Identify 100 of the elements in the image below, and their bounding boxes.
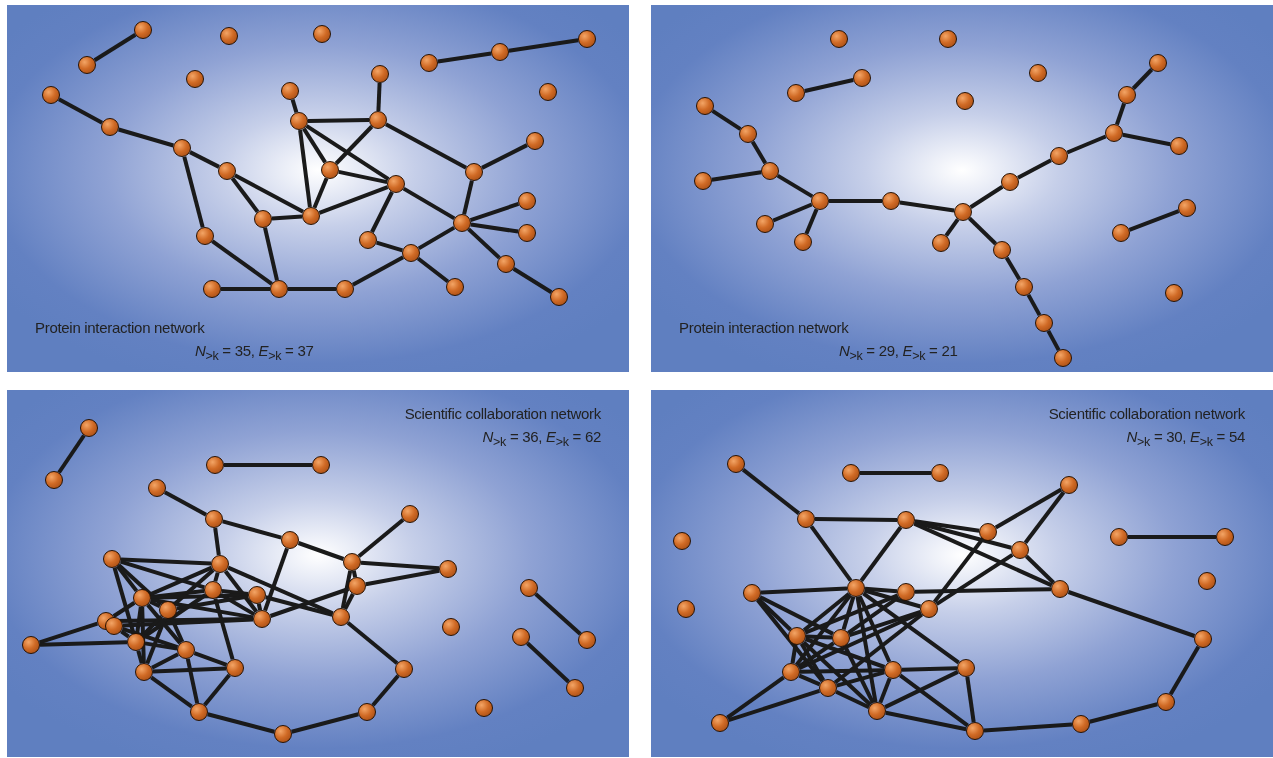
network-node: [932, 234, 950, 252]
network-node: [931, 464, 949, 482]
network-node: [1178, 199, 1196, 217]
network-edge: [711, 109, 742, 131]
network-node: [254, 210, 272, 228]
network-node: [101, 118, 119, 136]
network-node: [274, 725, 292, 743]
network-edge: [288, 287, 336, 291]
network-edge: [848, 609, 922, 638]
network-node: [475, 699, 493, 717]
network-edge: [467, 227, 501, 260]
network-node: [566, 679, 584, 697]
network-panel: [7, 5, 629, 372]
network-edge: [338, 169, 388, 185]
network-edge: [312, 177, 329, 209]
network-statistics: N$_{>k}$ = 35, E$_{>k}$ = 37: [194, 341, 314, 365]
network-edge: [855, 596, 878, 703]
network-edge: [376, 82, 382, 112]
network-edge: [913, 521, 1053, 588]
network-edge: [534, 592, 582, 636]
network-edge: [469, 202, 520, 222]
network-edge: [57, 434, 86, 474]
network-node: [369, 111, 387, 129]
network-edge: [146, 603, 182, 645]
network-edge: [841, 596, 856, 630]
network-node: [1054, 349, 1072, 367]
network-edge: [297, 541, 345, 561]
network-edge: [230, 177, 260, 213]
network-edge: [213, 598, 235, 660]
network-node: [897, 511, 915, 529]
network-edge: [814, 517, 898, 522]
network-edge: [150, 597, 254, 620]
network-edge: [135, 606, 143, 634]
network-node: [1001, 173, 1019, 191]
network-edge: [334, 125, 374, 165]
network-node: [173, 139, 191, 157]
network-edge: [899, 200, 955, 213]
network-edge: [351, 570, 358, 578]
network-node: [819, 679, 837, 697]
network-node: [270, 280, 288, 298]
network-edge: [305, 124, 390, 181]
network-edge: [233, 173, 305, 214]
network-node: [696, 97, 714, 115]
network-edge: [39, 640, 128, 647]
network-edge: [39, 621, 98, 645]
network-edge: [994, 487, 1063, 530]
network-edge: [805, 634, 833, 640]
network-edge: [799, 668, 885, 674]
network-edge: [1025, 554, 1055, 585]
network-node: [321, 161, 339, 179]
network-node: [148, 479, 166, 497]
network-edge: [944, 218, 960, 237]
network-edge: [346, 621, 399, 665]
network-node: [578, 30, 596, 48]
network-node: [1170, 137, 1188, 155]
network-edge: [136, 650, 144, 664]
network-edge: [1017, 158, 1052, 180]
network-edge: [193, 651, 228, 667]
network-edge: [804, 593, 899, 635]
network-node: [446, 278, 464, 296]
network-statistics: N$_{>k}$ = 29, E$_{>k}$ = 21: [838, 341, 958, 365]
network-edge: [263, 227, 279, 281]
network-edge: [343, 593, 355, 610]
network-node: [395, 660, 413, 678]
network-edge: [263, 547, 289, 612]
network-edge: [885, 710, 967, 732]
network-node: [1029, 64, 1047, 82]
network-node: [1216, 528, 1234, 546]
network-node: [332, 608, 350, 626]
network-node: [1072, 715, 1090, 733]
network-node: [954, 203, 972, 221]
network-node: [205, 510, 223, 528]
network-edge: [307, 118, 370, 123]
network-node: [782, 663, 800, 681]
network-edge: [163, 490, 208, 517]
network-node: [1110, 528, 1128, 546]
network-edge: [182, 156, 205, 228]
network-node: [312, 456, 330, 474]
network-node: [1105, 124, 1123, 142]
network-node: [1149, 54, 1167, 72]
network-edge: [360, 560, 440, 571]
network-edge: [859, 526, 903, 582]
network-node: [359, 231, 377, 249]
network-edge: [983, 722, 1073, 733]
network-edge: [864, 588, 921, 609]
network-edge: [437, 51, 492, 64]
network-node: [830, 30, 848, 48]
network-edge: [140, 606, 146, 664]
network-edge: [1131, 68, 1154, 90]
network-node: [253, 610, 271, 628]
network-node: [956, 92, 974, 110]
network-node: [203, 280, 221, 298]
network-node: [226, 659, 244, 677]
network-edge: [802, 640, 872, 707]
network-edge: [207, 712, 275, 734]
network-edge: [804, 208, 819, 235]
network-edge: [878, 677, 892, 704]
network-edge: [256, 603, 263, 611]
network-node: [497, 255, 515, 273]
network-edge: [149, 565, 213, 597]
